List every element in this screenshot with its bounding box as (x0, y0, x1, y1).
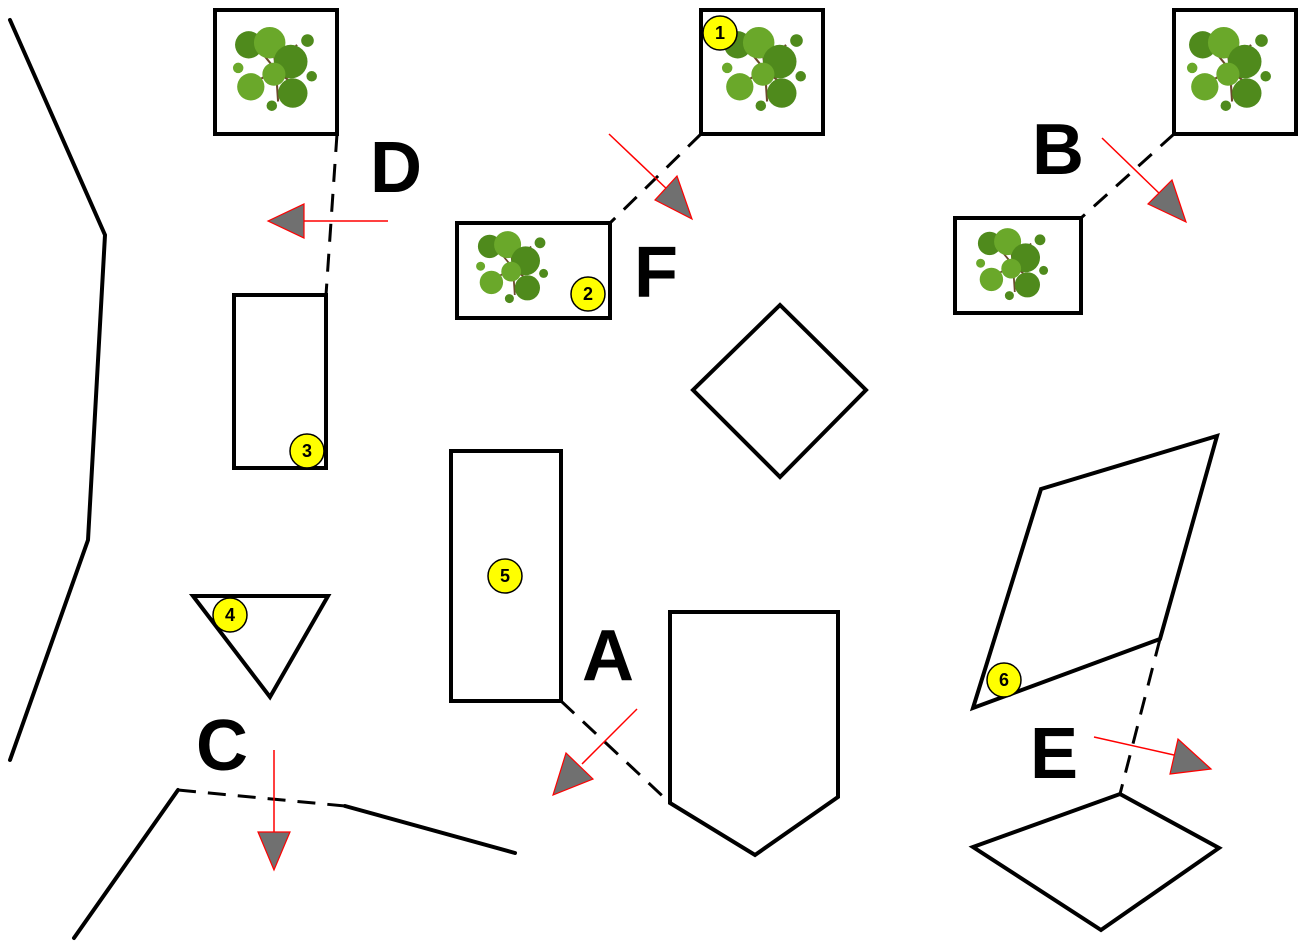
opening-d (324, 133, 339, 296)
direction-arrow-icon (1169, 737, 1213, 775)
building-rhombus-bottom (968, 791, 1223, 933)
opening-b (1079, 132, 1176, 220)
opening-e (1118, 638, 1162, 795)
arrow-c (257, 750, 291, 872)
boundary-line-bottom-left (72, 788, 180, 940)
marker-4-label: 4 (225, 605, 235, 625)
boundary-line-left (8, 18, 108, 762)
arrow-d (266, 203, 388, 239)
marker-1: 1 (702, 15, 738, 51)
marker-3-label: 3 (302, 441, 312, 461)
arrow-f (608, 133, 694, 221)
marker-2: 2 (570, 276, 606, 312)
building-pentagon (668, 610, 840, 858)
direction-arrow-icon (1146, 178, 1188, 224)
marker-3: 3 (289, 433, 325, 469)
direction-arrow-icon (266, 203, 305, 239)
marker-6: 6 (986, 662, 1022, 698)
opening-a (559, 699, 672, 805)
label-a: A (582, 616, 634, 696)
marker-4: 4 (212, 597, 248, 633)
label-b: B (1032, 110, 1084, 190)
direction-arrow-icon (654, 174, 694, 221)
direction-arrow-icon (552, 751, 595, 797)
boundary-line-bottom (343, 804, 517, 855)
arrow-a (552, 708, 638, 797)
label-c: C (196, 706, 248, 786)
opening-c (177, 788, 346, 808)
label-d: D (370, 128, 422, 208)
marker-1-label: 1 (715, 23, 725, 43)
label-e: E (1030, 714, 1078, 794)
building-diamond (690, 302, 869, 480)
marker-2-label: 2 (583, 284, 593, 304)
building-rectangle-3 (232, 293, 328, 470)
marker-5: 5 (487, 558, 523, 594)
direction-arrow-icon (257, 831, 291, 872)
arrow-e (1093, 736, 1213, 775)
marker-5-label: 5 (500, 566, 510, 586)
arrow-b (1101, 137, 1188, 224)
marker-6-label: 6 (999, 670, 1009, 690)
label-f: F (634, 233, 678, 313)
building-rectangle-5 (449, 449, 563, 703)
building-triangle-4 (188, 594, 332, 701)
